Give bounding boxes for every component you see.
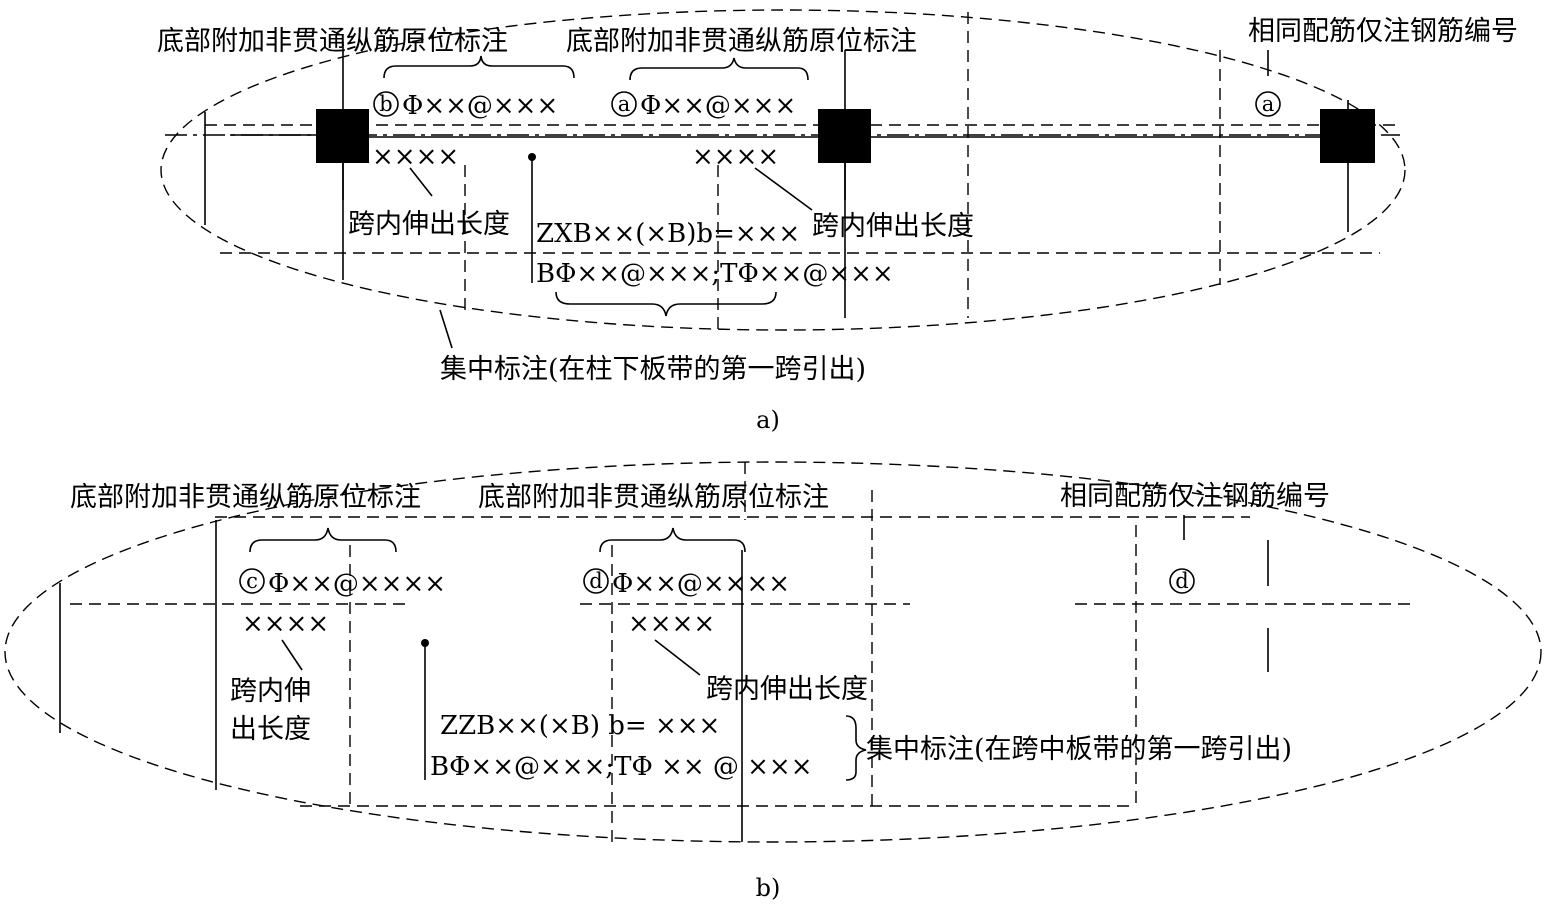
panel-b-rebar-d-spec: Φ××@×××× [612,569,790,599]
panel-a-column-1 [316,109,369,163]
panel-b-rebar-d-no: d [589,569,602,593]
panel-b-extension-length-1: ×××× [242,609,329,639]
panel-a-rebar-a-no: a [618,92,631,116]
panel-a-rebar-a-same-no: a [1262,92,1275,116]
panel-b-rebar-c-no: c [246,569,258,593]
panel-a-label-bottom-additional-2: 底部附加非贯通纵筋原位标注 [566,26,917,57]
panel-a-leader-ext-2 [754,167,813,211]
panel-b-central-line1: ZZB××(×B) b= ××× [440,711,720,741]
panel-a-extension-label-2: 跨内伸出长度 [812,211,974,242]
panel-a-column-3 [1320,109,1375,163]
panel-b-extension-label-1-line2: 出长度 [230,714,311,745]
panel-a-leader-central-label [439,309,453,349]
panel-b-leader-ext-2 [654,639,701,676]
panel-b-boundary-ellipse [4,461,1542,843]
panel-b-extension-label-1-line1: 跨内伸 [230,676,311,707]
panel-a-extension-length-1: ×××× [372,142,459,172]
panel-b-label-bottom-additional-1: 底部附加非贯通纵筋原位标注 [70,482,421,513]
panel-a-column-2 [818,109,871,163]
panel-a-leader-dot [528,153,536,161]
panel-a-extension-label-1: 跨内伸出长度 [348,209,510,240]
panel-b-central-line2: BΦ××@×××;TΦ ×× @ ××× [430,752,812,782]
panel-a-brace-a [629,57,809,81]
panel-b-extension-label-2: 跨内伸出长度 [706,674,868,705]
panel-a-leader-ext-1 [409,167,433,197]
panel-b-extension-length-2: ×××× [628,609,715,639]
panel-a-rebar-a-circle [611,91,637,117]
panel-b-rebar-d-same-no: d [1175,569,1188,593]
panel-a-central-label: 集中标注(在柱下板带的第一跨引出) [440,354,866,385]
panel-b-leader-ext-1 [281,639,303,671]
panel-a-extension-length-2: ×××× [692,142,779,172]
panel-b-brace-central [845,715,867,781]
panel-b-rebar-d-same-circle [1169,568,1195,594]
panel-b-label-same-rebar: 相同配筋仅注钢筋编号 [1060,481,1330,512]
panel-a-central-line1: ZXB××(×B)b=××× [536,219,800,249]
panel-a-label-same-rebar: 相同配筋仅注钢筋编号 [1248,16,1518,47]
panel-b-central-label: 集中标注(在跨中板带的第一跨引出) [866,734,1292,765]
panel-a-central-line2: BΦ××@×××;TΦ××@××× [536,259,894,289]
panel-b-leader-dot [421,639,429,647]
panel-a: 底部附加非贯通纵筋原位标注 底部附加非贯通纵筋原位标注 相同配筋仅注钢筋编号 b… [157,9,1518,434]
panel-a-brace-b [383,55,575,79]
panel-b-rebar-d-circle [583,568,609,594]
panel-a-label-bottom-additional-1: 底部附加非贯通纵筋原位标注 [157,26,508,57]
panel-a-rebar-b-no: b [379,92,392,116]
panel-a-boundary-ellipse [160,9,1406,331]
panel-b: 底部附加非贯通纵筋原位标注 底部附加非贯通纵筋原位标注 相同配筋仅注钢筋编号 c… [4,461,1542,902]
panel-b-brace-d [599,527,746,553]
panel-a-rebar-b-circle [373,91,399,117]
panel-b-rebar-c-spec: Φ××@×××× [268,569,446,599]
panel-a-rebar-a-spec: Φ××@××× [640,91,796,121]
panel-b-caption: b) [756,874,781,902]
panel-a-rebar-a-same-circle [1255,91,1281,117]
panel-a-brace-central [555,291,777,317]
panel-b-label-bottom-additional-2: 底部附加非贯通纵筋原位标注 [478,482,829,513]
panel-b-brace-c [249,527,397,553]
panel-a-caption: a) [756,406,780,434]
panel-a-rebar-b-spec: Φ××@××× [402,91,558,121]
panel-b-rebar-c-circle [239,568,265,594]
